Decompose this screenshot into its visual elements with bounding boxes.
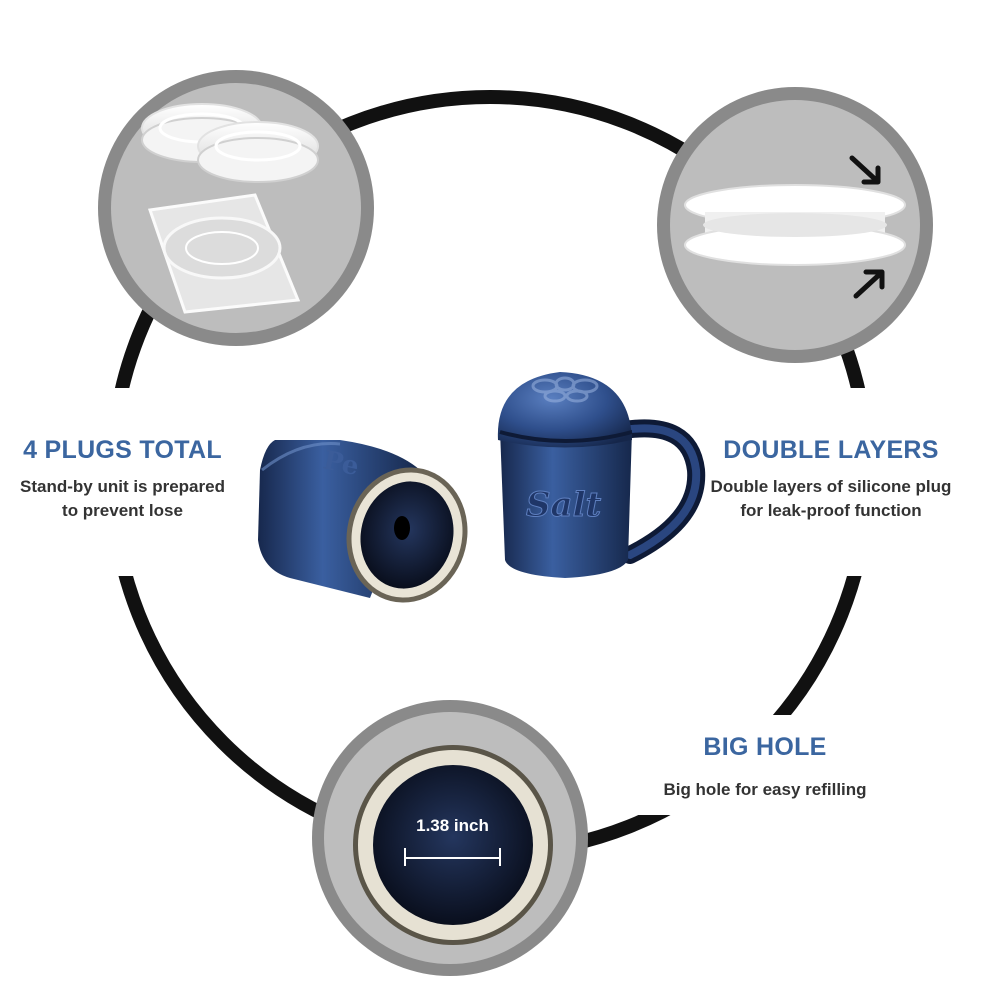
feature-description: Big hole for easy refilling xyxy=(640,778,890,802)
feature-desc-line: Big hole for easy refilling xyxy=(663,780,867,799)
feature-description: Double layers of silicone plug for leak-… xyxy=(690,475,972,523)
feature-desc-line: Stand-by unit is prepared xyxy=(20,477,225,496)
salt-shaker: Salt xyxy=(497,372,706,578)
feature-description: Stand-by unit is prepared to prevent los… xyxy=(0,475,245,523)
feature-desc-line: to prevent lose xyxy=(62,501,183,520)
arrow-down-right-icon xyxy=(849,155,881,185)
flower-emboss xyxy=(531,376,599,403)
salt-label: Salt xyxy=(526,485,602,525)
feature-hole: BIG HOLE Big hole for easy refilling xyxy=(640,733,890,802)
pepper-shaker: Pe xyxy=(258,440,468,603)
feature-title: BIG HOLE xyxy=(703,733,827,761)
arrow-up-right-icon xyxy=(853,269,885,299)
feature-desc-line: for leak-proof function xyxy=(740,501,922,520)
spare-plugs-badge xyxy=(98,70,374,346)
feature-plugs: 4 PLUGS TOTAL Stand-by unit is prepared … xyxy=(0,436,245,523)
pepper-label: Pe xyxy=(321,446,362,483)
feature-desc-line: Double layers of silicone plug xyxy=(710,477,952,496)
big-hole-badge xyxy=(312,700,588,976)
feature-layers: DOUBLE LAYERS Double layers of silicone … xyxy=(690,436,972,523)
feature-title: DOUBLE LAYERS xyxy=(723,436,939,464)
double-layer-badge xyxy=(657,87,933,363)
hole-measurement-label: 1.38 inch xyxy=(416,816,489,835)
feature-title: 4 PLUGS TOTAL xyxy=(23,436,222,464)
